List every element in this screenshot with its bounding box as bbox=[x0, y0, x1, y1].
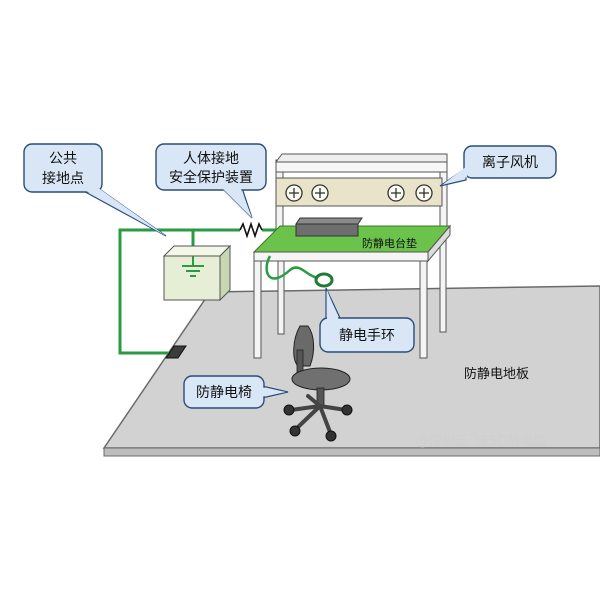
shelf-top bbox=[275, 153, 448, 173]
public-ground-label-line2: 接地点 bbox=[42, 170, 84, 187]
callout-wrist-strap: 静电手环 bbox=[319, 287, 415, 353]
wrist-strap-cord bbox=[265, 255, 319, 280]
callout-body-ground-device: 人体接地 安全保护装置 bbox=[155, 143, 267, 219]
public-ground-label-line1: 公共 bbox=[49, 151, 77, 167]
body-ground-label-line1: 人体接地 bbox=[183, 150, 239, 167]
table-mat-label: 防静电台垫 bbox=[362, 236, 417, 250]
wrist-strap-label: 静电手环 bbox=[339, 328, 395, 344]
ground-symbol-icon bbox=[182, 256, 204, 277]
antistatic-chair bbox=[283, 325, 353, 442]
watermark-text: @深圳正飞ESD静电防 bbox=[416, 433, 546, 449]
chair-label: 防静电椅 bbox=[196, 385, 252, 401]
body-ground-label-line2: 安全保护装置 bbox=[169, 169, 253, 186]
callout-chair: 防静电椅 bbox=[183, 375, 289, 409]
resistor-icon bbox=[239, 221, 263, 239]
ground-box bbox=[162, 244, 232, 302]
ionizer-fan-icon bbox=[285, 184, 433, 202]
floor-ground-connector bbox=[165, 345, 187, 359]
ionizer-label: 离子风机 bbox=[482, 154, 538, 171]
bench-device bbox=[295, 217, 363, 237]
callout-ionizer: 离子风机 bbox=[439, 145, 557, 187]
wrist-strap bbox=[314, 272, 334, 288]
floor-label: 防静电地板 bbox=[464, 366, 529, 382]
callout-public-ground-point: 公共 接地点 bbox=[23, 143, 167, 237]
ionizer-unit bbox=[275, 177, 443, 207]
